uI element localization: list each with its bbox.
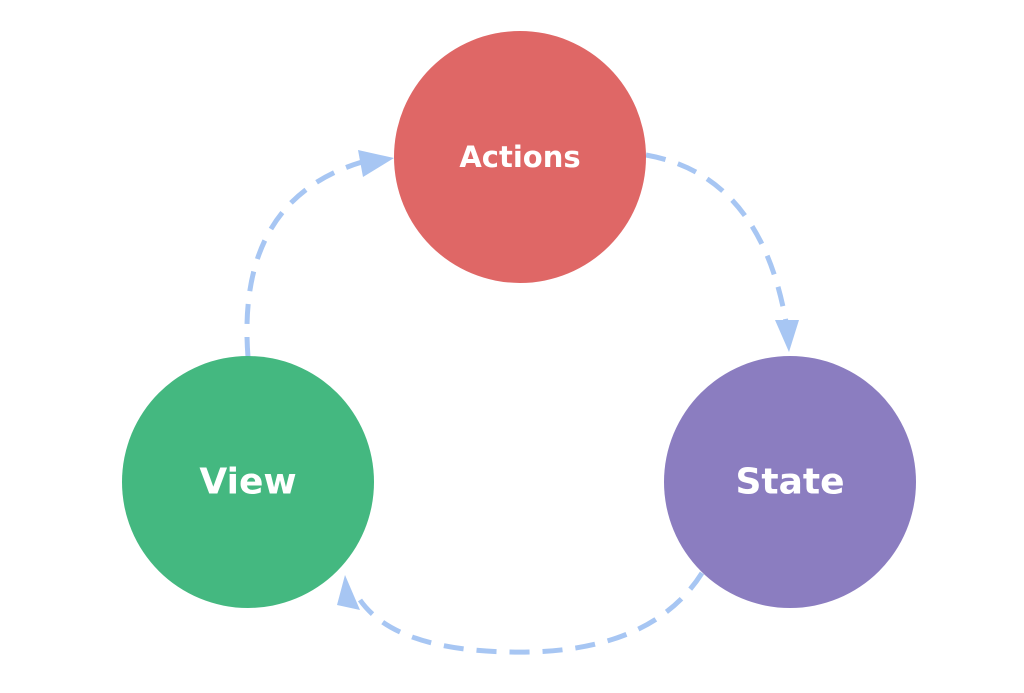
node-state: State <box>664 356 916 608</box>
state-label: State <box>735 462 844 503</box>
edge-actions-to-state <box>645 152 789 323</box>
node-actions: Actions <box>394 31 646 283</box>
arrowhead-actions-icon <box>358 150 394 177</box>
view-circle <box>122 356 374 608</box>
actions-label: Actions <box>459 140 580 174</box>
arrowhead-state-icon <box>775 320 799 352</box>
node-view: View <box>122 356 374 608</box>
state-circle <box>664 356 916 608</box>
view-label: View <box>199 462 296 503</box>
arrowhead-view-icon <box>337 575 360 610</box>
actions-circle <box>394 31 646 283</box>
edge-state-to-view <box>357 571 705 655</box>
edge-view-to-actions <box>244 159 363 358</box>
